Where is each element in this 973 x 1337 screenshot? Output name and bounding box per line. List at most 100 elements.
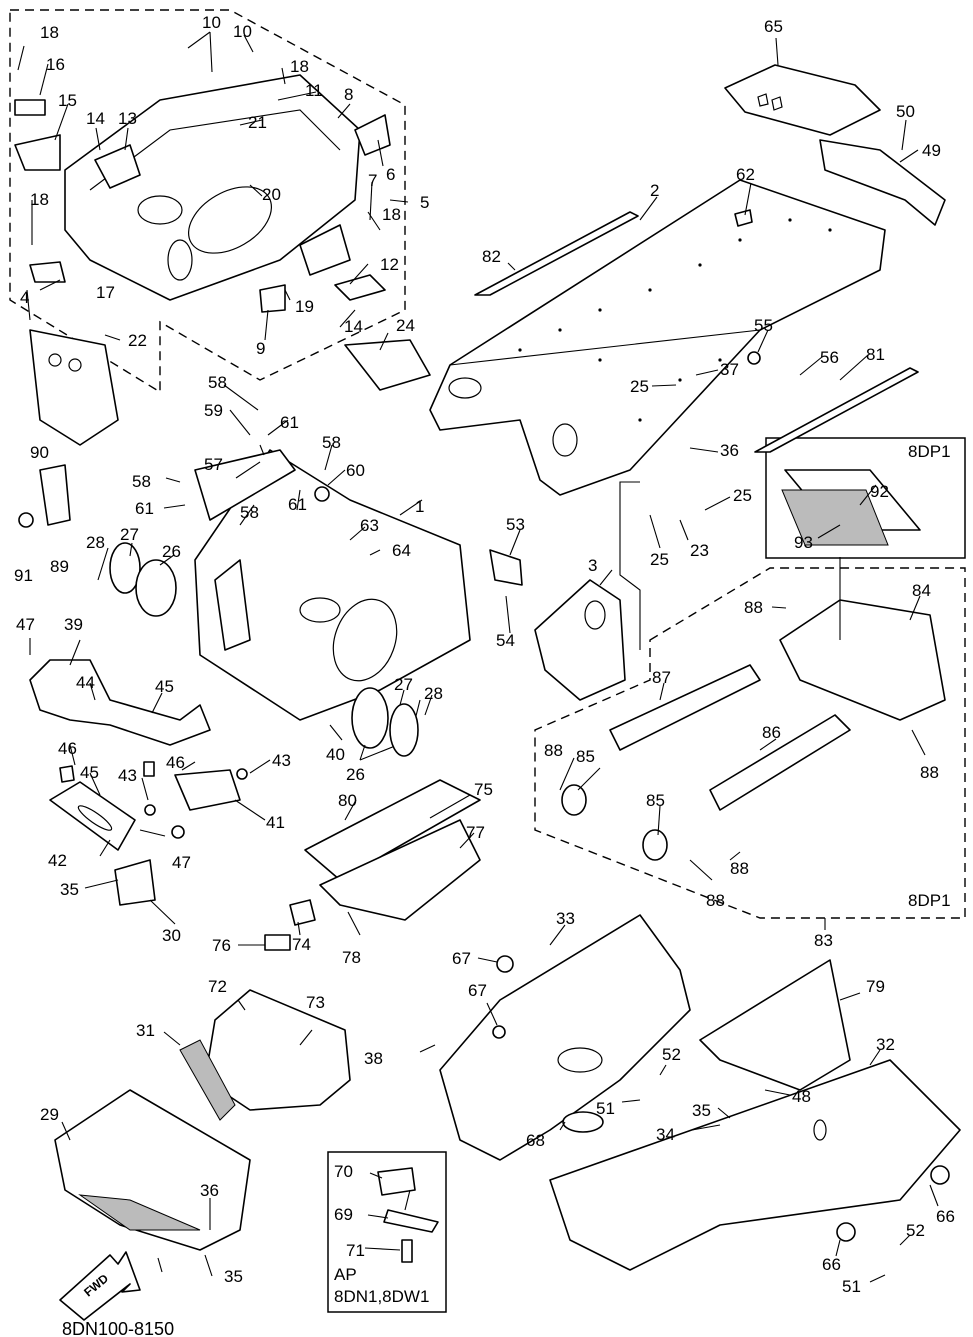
callout-19: 19 bbox=[295, 297, 314, 316]
callout-49: 49 bbox=[922, 141, 941, 160]
callout-80: 80 bbox=[338, 791, 357, 810]
callout-58: 58 bbox=[240, 503, 259, 522]
callout-30: 30 bbox=[162, 926, 181, 945]
part-3 bbox=[534, 579, 626, 701]
callout-43: 43 bbox=[272, 751, 291, 770]
callout-51: 51 bbox=[842, 1277, 861, 1296]
callout-7: 7 bbox=[368, 171, 377, 190]
damper-85a bbox=[561, 784, 587, 816]
callout-77: 77 bbox=[466, 823, 485, 842]
callout-35: 35 bbox=[692, 1101, 711, 1120]
callout-6: 6 bbox=[386, 165, 395, 184]
front-frame-assembly bbox=[14, 74, 431, 446]
bracket-42 bbox=[49, 781, 136, 851]
callout-46: 46 bbox=[166, 753, 185, 772]
lower-cowl-29 bbox=[54, 1089, 251, 1251]
main-frame-2 bbox=[429, 179, 886, 496]
callout-42: 42 bbox=[48, 851, 67, 870]
callout-68: 68 bbox=[526, 1131, 545, 1150]
callout-37: 37 bbox=[720, 360, 739, 379]
callout-76: 76 bbox=[212, 936, 231, 955]
callout-31: 31 bbox=[136, 1021, 155, 1040]
callout-21: 21 bbox=[248, 113, 267, 132]
callout-8: 8 bbox=[344, 85, 353, 104]
callout-67: 67 bbox=[468, 981, 487, 1000]
panel-79 bbox=[699, 959, 851, 1091]
callout-25: 25 bbox=[650, 550, 669, 569]
callout-64: 64 bbox=[392, 541, 411, 560]
callout-4: 4 bbox=[20, 288, 29, 307]
callout-50: 50 bbox=[896, 102, 915, 121]
callout-73: 73 bbox=[306, 993, 325, 1012]
callout-27: 27 bbox=[394, 675, 413, 694]
panel-75 bbox=[304, 779, 481, 881]
callout-34: 34 bbox=[656, 1125, 675, 1144]
callout-88: 88 bbox=[730, 859, 749, 878]
callout-47: 47 bbox=[172, 853, 191, 872]
callout-45: 45 bbox=[155, 677, 174, 696]
bracket-49 bbox=[819, 139, 946, 226]
callout-15: 15 bbox=[58, 91, 77, 110]
callout-58: 58 bbox=[322, 433, 341, 452]
callout-24: 24 bbox=[396, 316, 415, 335]
inset-box-ap: AP 8DN1,8DW1 bbox=[327, 1151, 447, 1313]
callout-1: 1 bbox=[415, 497, 424, 516]
callout-11: 11 bbox=[305, 81, 323, 100]
callout-25: 25 bbox=[630, 377, 649, 396]
callout-18: 18 bbox=[30, 190, 49, 209]
callout-90: 90 bbox=[30, 443, 49, 462]
callout-67: 67 bbox=[452, 949, 471, 968]
side-rail-32 bbox=[549, 1059, 961, 1271]
callout-35: 35 bbox=[224, 1267, 243, 1286]
group-boundary-front-frame bbox=[9, 9, 406, 394]
callout-86: 86 bbox=[762, 723, 781, 742]
callout-12: 12 bbox=[380, 255, 399, 274]
callout-89: 89 bbox=[50, 557, 69, 576]
callout-20: 20 bbox=[262, 185, 281, 204]
variant-label-bottom: 8DP1 bbox=[908, 891, 951, 910]
leader-lines bbox=[17, 31, 939, 1283]
inset-label-ap: AP bbox=[334, 1265, 357, 1284]
callout-28: 28 bbox=[424, 684, 443, 703]
part-76 bbox=[264, 934, 291, 951]
callout-55: 55 bbox=[754, 316, 773, 335]
callout-85: 85 bbox=[576, 747, 595, 766]
callout-labels: 18 16 15 14 13 10 10 18 11 8 21 6 7 20 5… bbox=[14, 13, 955, 1296]
callout-74: 74 bbox=[292, 935, 311, 954]
callout-48: 48 bbox=[792, 1087, 811, 1106]
grommets-26-27 bbox=[109, 542, 419, 757]
callout-39: 39 bbox=[64, 615, 83, 634]
frame-1 bbox=[194, 449, 471, 721]
callout-23: 23 bbox=[690, 541, 709, 560]
callout-52: 52 bbox=[906, 1221, 925, 1240]
callout-58: 58 bbox=[132, 472, 151, 491]
callout-69: 69 bbox=[334, 1205, 353, 1224]
hardware-fasteners bbox=[18, 351, 950, 1242]
floor-33 bbox=[439, 914, 691, 1161]
callout-66: 66 bbox=[936, 1207, 955, 1226]
callout-93: 93 bbox=[794, 533, 813, 552]
callout-59: 59 bbox=[204, 401, 223, 420]
callout-18: 18 bbox=[382, 205, 401, 224]
callout-26: 26 bbox=[162, 542, 181, 561]
callout-16: 16 bbox=[46, 55, 65, 74]
callout-61: 61 bbox=[280, 413, 299, 432]
callout-13: 13 bbox=[118, 109, 137, 128]
callout-3: 3 bbox=[588, 556, 597, 575]
strip-82 bbox=[474, 211, 639, 296]
part-68 bbox=[562, 1111, 604, 1133]
callout-88: 88 bbox=[706, 891, 725, 910]
callout-33: 33 bbox=[556, 909, 575, 928]
callout-29: 29 bbox=[40, 1105, 59, 1124]
callout-60: 60 bbox=[346, 461, 365, 480]
callout-27: 27 bbox=[120, 525, 139, 544]
callout-25: 25 bbox=[733, 486, 752, 505]
callout-28: 28 bbox=[86, 533, 105, 552]
callout-40: 40 bbox=[326, 745, 345, 764]
bracket-30 bbox=[114, 859, 156, 906]
callout-62: 62 bbox=[736, 165, 755, 184]
callout-92: 92 bbox=[870, 482, 889, 501]
callout-70: 70 bbox=[334, 1162, 353, 1181]
callout-88: 88 bbox=[744, 598, 763, 617]
